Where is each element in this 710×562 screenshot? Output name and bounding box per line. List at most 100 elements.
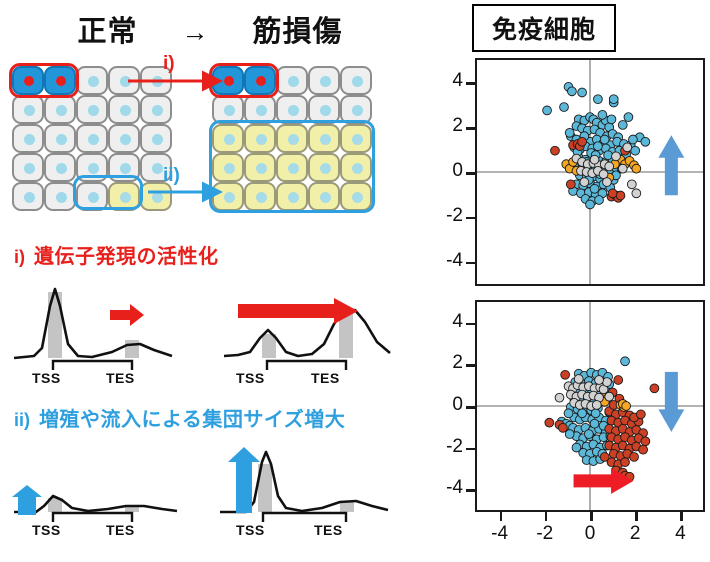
- nucleus-icon: [56, 163, 67, 174]
- nucleus-icon: [320, 134, 331, 145]
- cell-injured-r3c5: [340, 124, 372, 153]
- scatter-point: [585, 199, 595, 210]
- profile-plot-i-right: [223, 308, 391, 358]
- scatter-point: [599, 134, 610, 145]
- nucleus-icon: [152, 163, 163, 174]
- nucleus-icon: [352, 134, 363, 145]
- tes-band-icon: [339, 312, 353, 358]
- cell-injured-r4c5: [340, 153, 372, 182]
- profile-plot-ii-right: [220, 450, 389, 514]
- scatter-canvas-muscle: [477, 302, 703, 510]
- y-tick-label: 4: [452, 70, 463, 92]
- panel-title-box-immune: 免疫細胞: [472, 4, 616, 52]
- cell-injured-r2c1: [212, 95, 244, 124]
- cell-injured-r4c4: [308, 153, 340, 182]
- scatter-point: [591, 400, 602, 410]
- scatter-point: [604, 161, 615, 172]
- cell-normal-r2c5: [140, 95, 172, 124]
- nucleus-icon: [288, 134, 299, 145]
- scatter-point: [589, 418, 600, 429]
- signal-curve: [14, 494, 178, 514]
- y-tick-mark: [466, 127, 475, 130]
- nucleus-icon: [152, 105, 163, 116]
- scatter-point: [599, 452, 610, 462]
- scatter-point: [571, 442, 582, 453]
- nucleus-icon: [320, 76, 331, 87]
- nucleus-icon: [120, 134, 131, 145]
- cell-normal-r5c4: [108, 182, 140, 211]
- scatter-point: [640, 436, 651, 447]
- cell-injured-r5c2: [244, 182, 276, 211]
- annotation-arrow-right: [573, 467, 634, 494]
- bracket-ii-left: [51, 511, 134, 522]
- y-tick-label: 2: [452, 352, 463, 374]
- scatter-point: [640, 136, 651, 147]
- section-i-heading: i) 遺伝子発現の活性化: [14, 240, 219, 269]
- scatter-point: [594, 375, 604, 385]
- nucleus-icon: [352, 192, 363, 203]
- cell-normal-r4c5: [140, 153, 172, 182]
- y-tick-label: -4: [446, 249, 463, 271]
- scatter-point: [577, 136, 587, 147]
- tss-band-icon: [262, 334, 276, 358]
- cell-normal-r3c5: [140, 124, 172, 153]
- y-tick-mark: [466, 322, 475, 326]
- arrow-ii-small-blue: [12, 485, 42, 515]
- scatter-point: [606, 114, 617, 125]
- nucleus-icon: [88, 134, 99, 145]
- nucleus-icon: [256, 192, 267, 203]
- y-tick-label: 0: [452, 394, 463, 415]
- x-tick-mark: [680, 512, 683, 521]
- scatter-point: [567, 86, 577, 97]
- section-i-number: i): [14, 247, 25, 267]
- cell-normal-r3c1: [12, 124, 44, 153]
- x-tick-mark: [635, 512, 638, 521]
- tss-label-i-right: TSS: [236, 370, 265, 386]
- cell-injured-r3c4: [308, 124, 340, 153]
- diagram-header: 正常 → 筋損傷: [0, 8, 420, 56]
- scatter-point: [579, 177, 590, 187]
- nucleus-icon: [320, 163, 331, 174]
- cell-injured-r4c1: [212, 153, 244, 182]
- profile-plot-ii-left: [14, 494, 178, 514]
- scatter-point: [604, 391, 615, 402]
- scatter-point: [631, 163, 642, 174]
- nucleus-icon: [56, 76, 66, 86]
- scatter-point: [636, 409, 646, 420]
- scatter-point: [615, 190, 626, 201]
- x-tick-label: 0: [584, 523, 596, 544]
- bracket-i-left: [51, 359, 134, 370]
- nucleus-icon: [24, 192, 35, 203]
- y-tick-mark: [466, 406, 475, 409]
- scatter-point: [611, 151, 621, 162]
- x-tick-label: -4: [491, 523, 509, 544]
- scatter-point: [544, 417, 555, 428]
- nucleus-icon: [24, 134, 35, 145]
- y-tick-label: 2: [452, 115, 463, 137]
- x-tick-label: 4: [675, 523, 686, 544]
- nucleus-icon: [56, 134, 67, 145]
- scatter-plot-muscle: [475, 300, 705, 512]
- cell-normal-r1c1: [12, 66, 44, 95]
- nucleus-icon: [56, 105, 67, 116]
- y-tick-label: -2: [446, 204, 463, 226]
- header-injury-label: 筋損傷: [252, 15, 343, 48]
- nucleus-icon: [56, 192, 67, 203]
- tes-band-icon: [340, 502, 354, 512]
- y-tick-mark: [466, 216, 475, 220]
- signal-curve: [223, 308, 391, 358]
- scatter-point: [554, 392, 565, 403]
- scatter-point: [593, 141, 603, 152]
- nucleus-icon: [224, 192, 235, 203]
- cell-injured-r2c5: [340, 95, 372, 124]
- transition-arrows: [128, 70, 223, 203]
- cell-injured-r2c4: [308, 95, 340, 124]
- scatter-point: [626, 179, 637, 190]
- scatter-point: [631, 188, 642, 199]
- y-tick-mark: [466, 364, 475, 367]
- nucleus-icon: [120, 76, 131, 87]
- x-tick-label: 2: [629, 523, 641, 544]
- cell-normal-r3c2: [44, 124, 76, 153]
- cell-normal-r4c2: [44, 153, 76, 182]
